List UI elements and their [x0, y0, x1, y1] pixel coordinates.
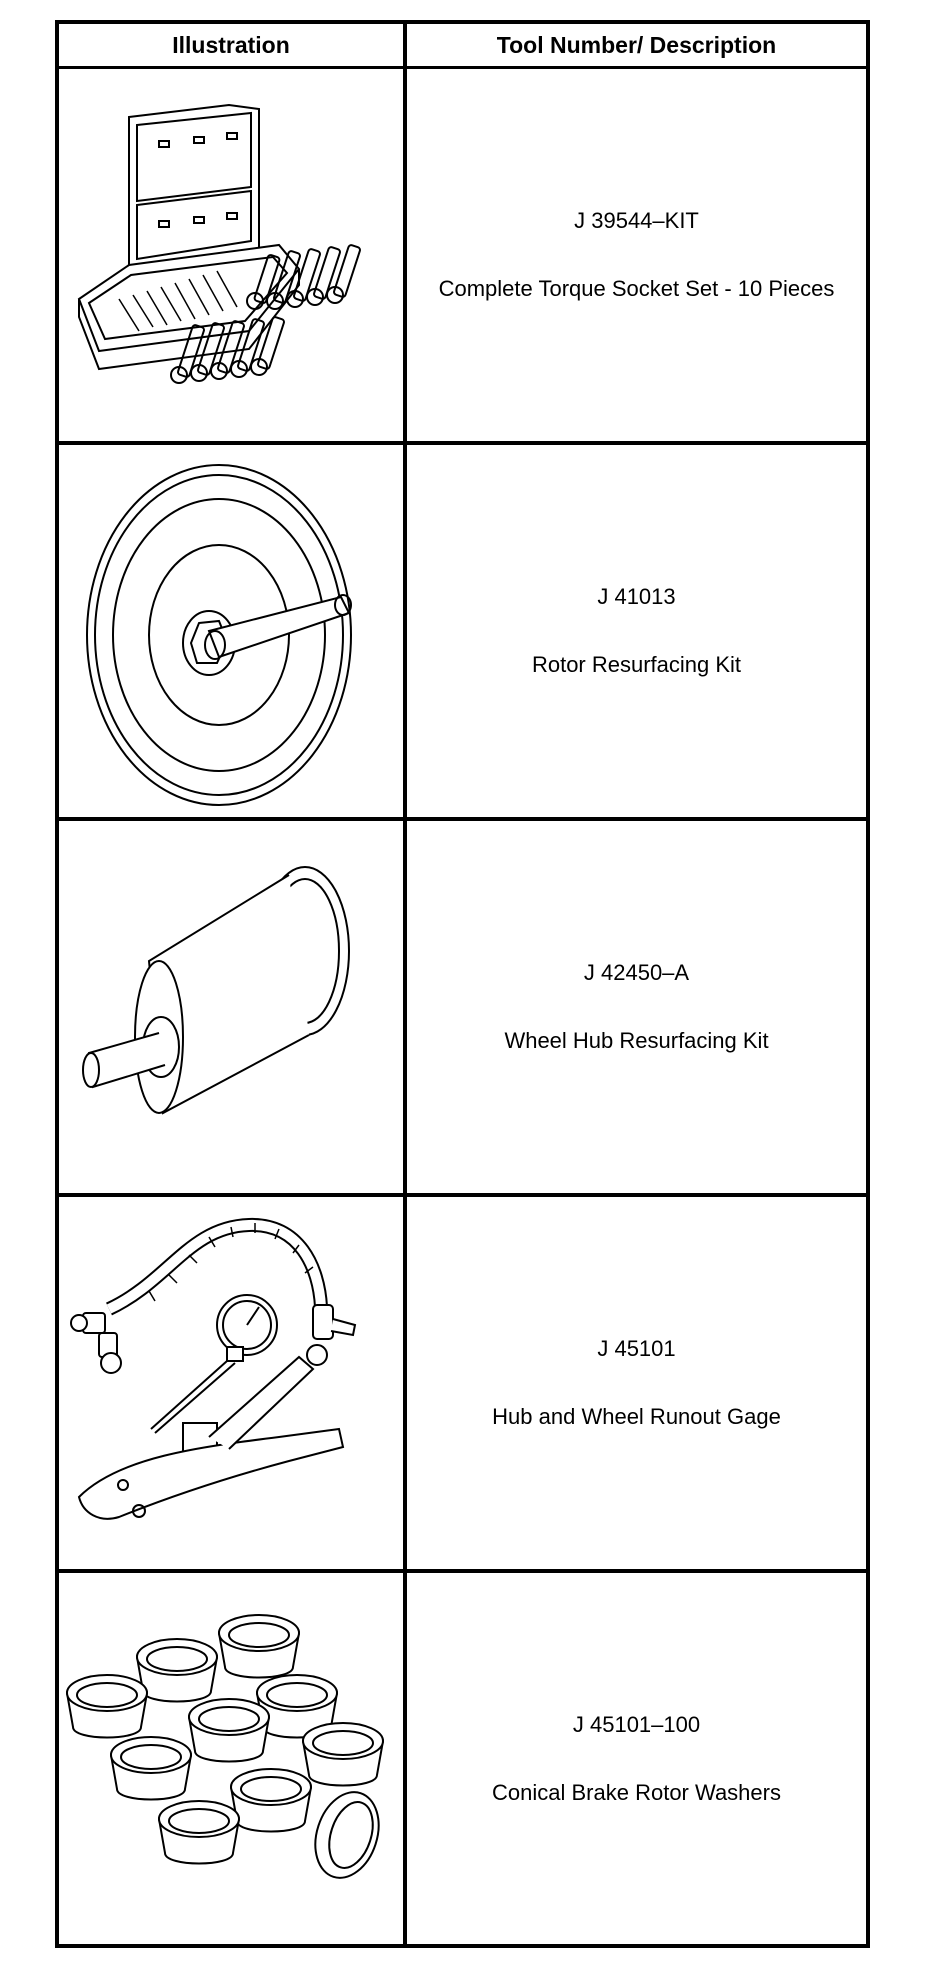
table-row: J 41013 Rotor Resurfacing Kit — [59, 445, 866, 821]
tool-description: Hub and Wheel Runout Gage — [492, 1404, 781, 1429]
table-row: J 45101 Hub and Wheel Runout Gage — [59, 1197, 866, 1573]
tool-number: J 45101 — [597, 1336, 676, 1361]
tool-description-cell: J 41013 Rotor Resurfacing Kit — [407, 445, 866, 817]
conical-washers-icon — [59, 1573, 403, 1945]
row-divider — [59, 817, 866, 821]
table-row: J 45101–100 Conical Brake Rotor Washers — [59, 1573, 866, 1945]
tool-description: Conical Brake Rotor Washers — [492, 1780, 781, 1805]
tool-number: J 39544–KIT — [574, 208, 699, 233]
tool-description-cell: J 45101 Hub and Wheel Runout Gage — [407, 1197, 866, 1569]
tool-description: Complete Torque Socket Set - 10 Pieces — [438, 276, 835, 301]
header-tool-description: Tool Number/ Description — [496, 31, 777, 58]
tool-description-cell: J 45101–100 Conical Brake Rotor Washers — [407, 1573, 866, 1945]
header-illustration: Illustration — [172, 31, 290, 58]
tool-number: J 45101–100 — [572, 1712, 701, 1737]
rotor-resurfacing-kit-icon — [59, 445, 403, 817]
torque-socket-set-icon — [59, 69, 403, 441]
tool-description: Wheel Hub Resurfacing Kit — [504, 1028, 769, 1053]
header-divider — [59, 66, 866, 69]
table-row: J 39544–KIT Complete Torque Socket Set -… — [59, 69, 866, 445]
wheel-hub-resurfacing-kit-icon — [59, 821, 403, 1193]
tool-description-cell: J 39544–KIT Complete Torque Socket Set -… — [407, 69, 866, 441]
tool-description: Rotor Resurfacing Kit — [531, 652, 742, 677]
runout-gage-icon — [59, 1197, 403, 1569]
row-divider — [59, 1569, 866, 1573]
row-divider — [59, 1193, 866, 1197]
tool-number: J 41013 — [597, 584, 676, 609]
tool-description-cell: J 42450–A Wheel Hub Resurfacing Kit — [407, 821, 866, 1193]
row-divider — [59, 441, 866, 445]
tool-table: Illustration Tool Number/ Description — [55, 20, 870, 1948]
column-divider — [403, 24, 407, 1944]
table-row: J 42450–A Wheel Hub Resurfacing Kit — [59, 821, 866, 1197]
tool-number: J 42450–A — [583, 960, 690, 985]
